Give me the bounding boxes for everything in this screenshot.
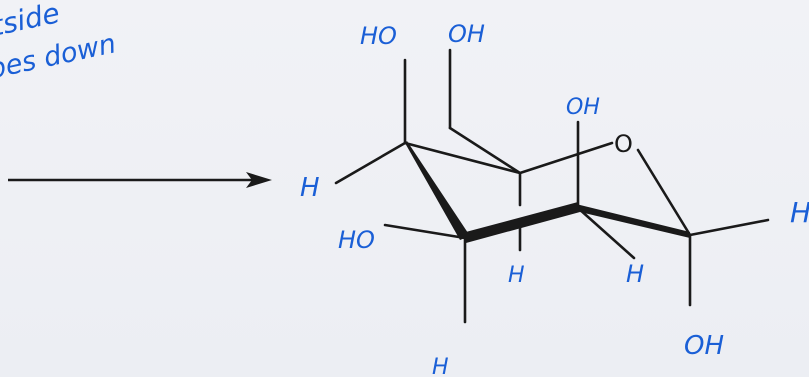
bond-ring-o-c1 <box>636 148 692 237</box>
atom-labels: HO OH OH O H HO H H H H OH <box>300 20 809 377</box>
label-ring-oh: OH <box>566 95 600 120</box>
note-line-1: tside <box>0 0 63 43</box>
label-ring-o: O <box>614 130 633 158</box>
label-top-left-ho: HO <box>360 22 397 50</box>
bond-c4-h <box>334 141 407 185</box>
wedge-c4-c3 <box>405 141 470 240</box>
bold-bond-c3-c2 <box>462 202 580 243</box>
bond-c2-h <box>576 206 636 260</box>
label-bottom-oh: OH <box>684 331 724 361</box>
label-right-h: H <box>626 260 644 288</box>
label-left-ho: HO <box>338 226 375 254</box>
wedge-c2-c1 <box>576 204 690 238</box>
label-left-h: H <box>300 173 320 203</box>
bond-c1-right <box>688 218 770 237</box>
label-bottom-h: H <box>432 355 449 377</box>
front-bonds <box>405 141 690 243</box>
bond-c5-ch2-a <box>448 126 522 175</box>
label-edge-h: H <box>790 196 809 229</box>
bond-c3-ring-o-back <box>518 141 614 175</box>
reaction-arrow <box>8 172 272 188</box>
handwritten-note: tside pes down <box>0 0 119 86</box>
label-top-oh: OH <box>448 20 485 48</box>
reaction-arrow-head <box>246 172 272 188</box>
ring-skeleton <box>334 48 770 324</box>
bond-c3-ho <box>383 223 467 240</box>
bond-c4-c3-top <box>403 141 522 175</box>
label-mid-h: H <box>508 263 525 288</box>
